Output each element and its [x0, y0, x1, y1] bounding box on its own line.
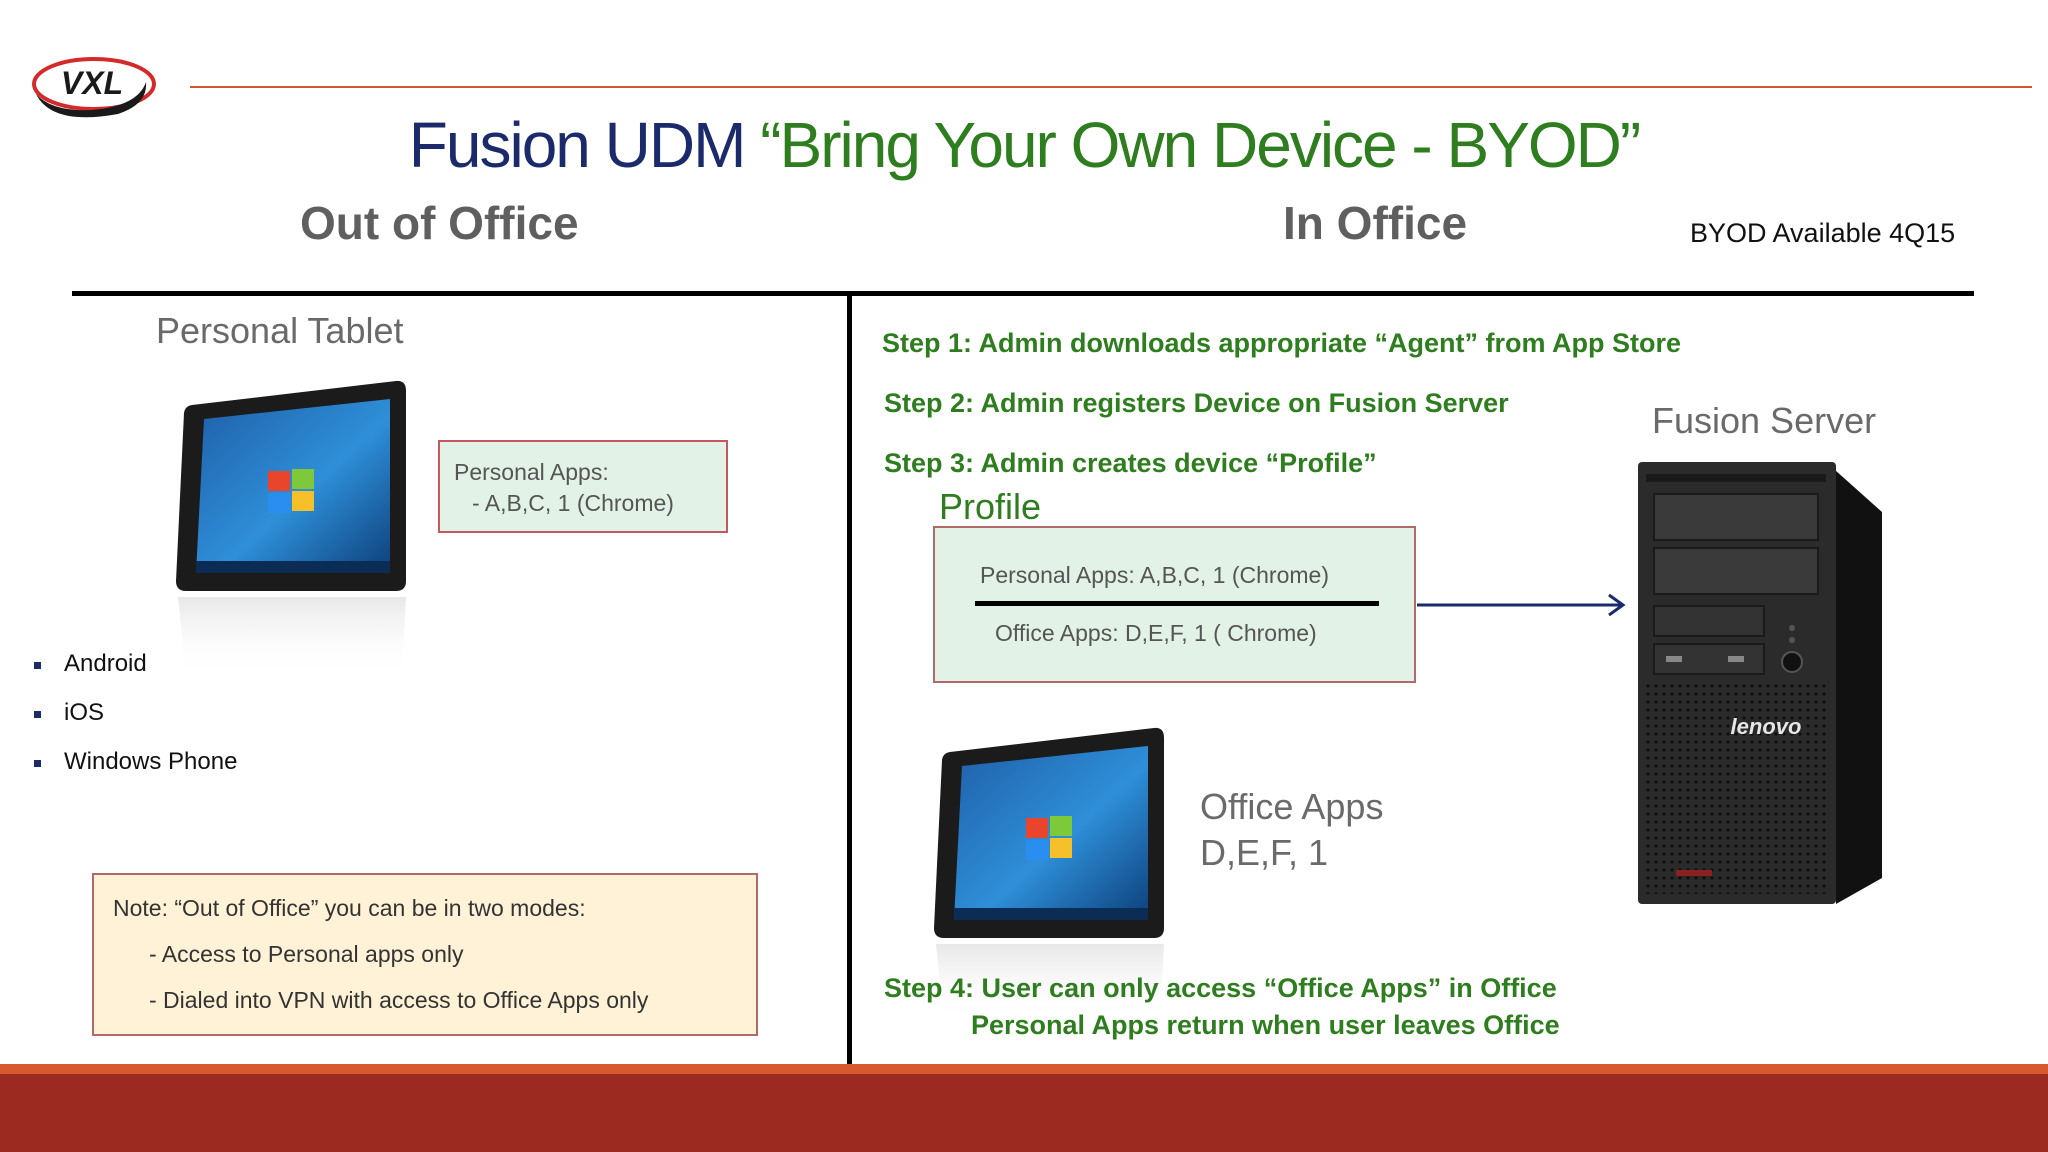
profile-label: Profile: [939, 486, 1042, 527]
horizontal-divider: [72, 291, 1974, 296]
out-of-office-heading: Out of Office: [300, 197, 579, 249]
step-4-line-1: Step 4: User can only access “Office App…: [884, 973, 1557, 1003]
step-1: Step 1: Admin downloads appropriate “Age…: [882, 328, 1682, 358]
server-tower-icon: lenovo: [1638, 462, 1882, 904]
list-item: iOS: [34, 699, 237, 748]
vertical-divider: [847, 296, 852, 1066]
profile-personal-apps: Personal Apps: A,B,C, 1 (Chrome): [980, 562, 1329, 588]
note-title: Note: “Out of Office” you can be in two …: [113, 895, 586, 921]
personal-apps-box: Personal Apps: - A,B,C, 1 (Chrome): [438, 440, 728, 533]
server-brand: lenovo: [1731, 714, 1802, 739]
note-mode-vpn: - Dialed into VPN with access to Office …: [149, 987, 649, 1013]
note-mode-personal: - Access to Personal apps only: [149, 941, 464, 967]
in-office-heading: In Office: [1283, 197, 1468, 249]
tablet-icon: [176, 380, 406, 675]
list-item: Android: [34, 650, 237, 699]
footer-bar: [0, 1074, 2048, 1152]
slide-title: Fusion UDM “Bring Your Own Device - BYOD…: [0, 108, 2048, 182]
step-4-line-2: Personal Apps return when user leaves Of…: [971, 1010, 1560, 1040]
step-3: Step 3: Admin creates device “Profile”: [884, 448, 1377, 478]
arrow-right-icon: [1417, 593, 1626, 617]
step-2: Step 2: Admin registers Device on Fusion…: [884, 388, 1509, 418]
note-box: Note: “Out of Office” you can be in two …: [92, 873, 758, 1036]
profile-divider: [975, 601, 1379, 606]
list-item: Windows Phone: [34, 748, 237, 797]
office-apps-list: D,E,F, 1: [1200, 832, 1329, 873]
office-apps-label: Office Apps D,E,F, 1: [1200, 784, 1383, 876]
footer-accent-line: [0, 1064, 2048, 1074]
title-tagline: “Bring Your Own Device - BYOD”: [760, 109, 1641, 181]
fusion-server-label: Fusion Server: [1652, 400, 1877, 441]
personal-tablet-label: Personal Tablet: [156, 310, 404, 351]
step-4: Step 4: User can only access “Office App…: [884, 970, 1560, 1044]
title-product: Fusion UDM: [408, 109, 761, 181]
personal-apps-title: Personal Apps:: [454, 459, 609, 485]
vxl-logo: VXL: [32, 57, 156, 118]
profile-box: Personal Apps: A,B,C, 1 (Chrome) Office …: [933, 526, 1416, 683]
availability-note: BYOD Available 4Q15: [1690, 218, 1956, 248]
personal-apps-list: - A,B,C, 1 (Chrome): [472, 490, 674, 516]
os-list: Android iOS Windows Phone: [34, 650, 237, 797]
tablet-icon: [934, 727, 1164, 1022]
header-rule: [190, 86, 2032, 88]
svg-text:VXL: VXL: [61, 65, 123, 101]
office-apps-title: Office Apps: [1200, 786, 1384, 827]
profile-office-apps: Office Apps: D,E,F, 1 ( Chrome): [995, 620, 1317, 646]
